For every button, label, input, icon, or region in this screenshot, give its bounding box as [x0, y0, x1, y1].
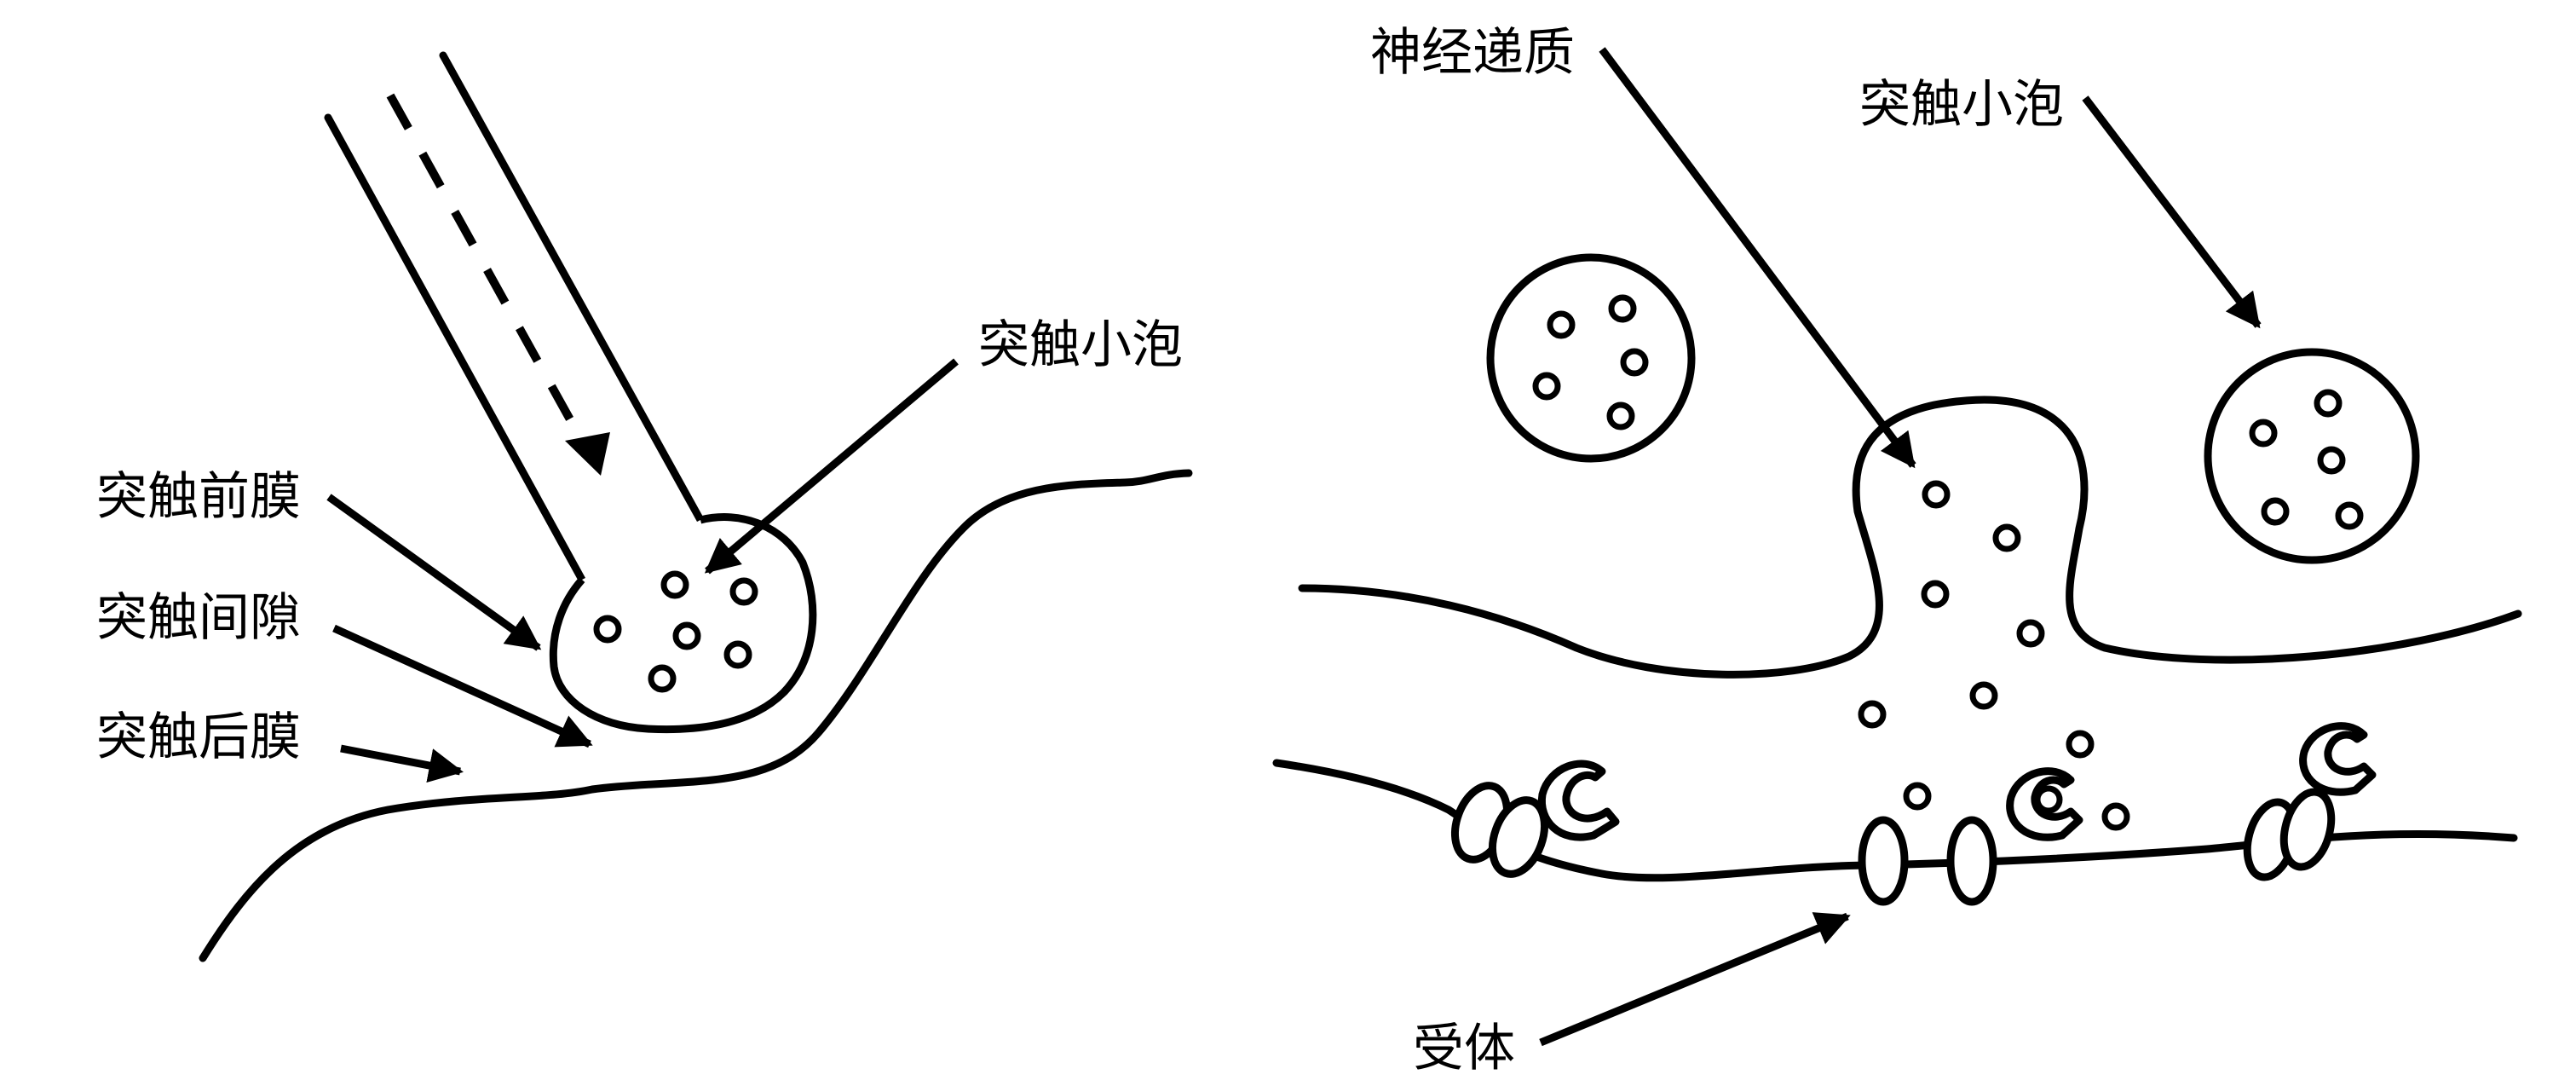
released-neurotransmitters — [1858, 480, 2130, 831]
presynaptic-arrow — [326, 494, 542, 651]
label-synaptic-cleft: 突触间隙 — [96, 588, 301, 648]
left-panel: 突触小泡 突触前膜 突触间隙 突触后膜 — [96, 51, 1193, 962]
label-neurotransmitter: 神经递质 — [1370, 23, 1575, 83]
neurotransmitter-dot — [723, 640, 752, 669]
neurotransmitter-dot — [1547, 310, 1576, 339]
neurotransmitter-dot — [2016, 619, 2045, 648]
neurotransmitter-dot — [2261, 497, 2290, 526]
neurotransmitter-dot — [1903, 782, 1932, 811]
neurotransmitter-dot — [1606, 401, 1635, 430]
vesicle-arrow-left — [704, 358, 959, 575]
binding-site-left — [1537, 760, 1620, 841]
label-receptor: 受体 — [1413, 1019, 1515, 1078]
neurotransmitter-dot — [648, 664, 677, 693]
neurotransmitter-dot — [1992, 523, 2021, 552]
neurotransmitter-dot — [2314, 389, 2343, 418]
receptor-center — [1858, 816, 1997, 906]
label-vesicle-right: 突触小泡 — [1859, 75, 2064, 135]
label-postsynaptic-membrane: 突触后膜 — [96, 708, 301, 767]
neurotransmitter-dot — [2101, 802, 2130, 831]
bound-neurotransmitter-dot — [2034, 785, 2063, 814]
synaptic-vesicle-right — [2204, 348, 2420, 564]
neurotransmitter-dot — [1532, 372, 1561, 401]
neurotransmitter-dot — [1608, 294, 1637, 323]
neurotransmitter-arrow — [1599, 47, 1916, 469]
postsynaptic-membrane — [199, 469, 1193, 962]
neurotransmitter-dot — [672, 621, 701, 650]
neurotransmitter-dot — [1922, 480, 1951, 509]
neurotransmitter-dot — [1858, 700, 1887, 729]
neurotransmitter-dot — [2317, 446, 2346, 475]
receptor-right — [2243, 788, 2336, 881]
neurotransmitter-dot — [1921, 580, 1950, 609]
neurotransmitter-dot — [1620, 348, 1649, 377]
axon-wall-right — [439, 51, 705, 524]
neurotransmitter-dot — [2335, 501, 2364, 530]
impulse-direction-line — [386, 93, 592, 454]
right-panel: 神经递质 突触小泡 受体 — [1272, 23, 2522, 1078]
receptor-left — [1451, 782, 1548, 878]
axon-wall-left — [324, 113, 586, 584]
vesicle-arrow-right — [2082, 95, 2262, 329]
neurotransmitter-dot — [2249, 419, 2278, 448]
knob-vesicles — [593, 570, 758, 693]
neurotransmitter-dot — [593, 615, 622, 644]
label-vesicle-left: 突触小泡 — [978, 315, 1183, 375]
cleft-arrow — [332, 624, 593, 748]
neurotransmitter-dot — [660, 570, 689, 599]
synaptic-vesicle-left — [1486, 253, 1696, 463]
label-presynaptic-membrane: 突触前膜 — [96, 467, 301, 527]
binding-site-center — [2006, 767, 2083, 841]
neurotransmitter-dot — [1969, 681, 1998, 710]
neurotransmitter-dot — [729, 577, 758, 606]
binding-site-right — [2299, 722, 2377, 796]
neurotransmitter-dot — [2066, 730, 2095, 759]
receptor-arrow — [1539, 912, 1851, 1047]
impulse-arrowhead — [565, 432, 610, 476]
presynaptic-membrane-right — [1298, 396, 2522, 679]
postsynaptic-arrow — [340, 744, 464, 783]
